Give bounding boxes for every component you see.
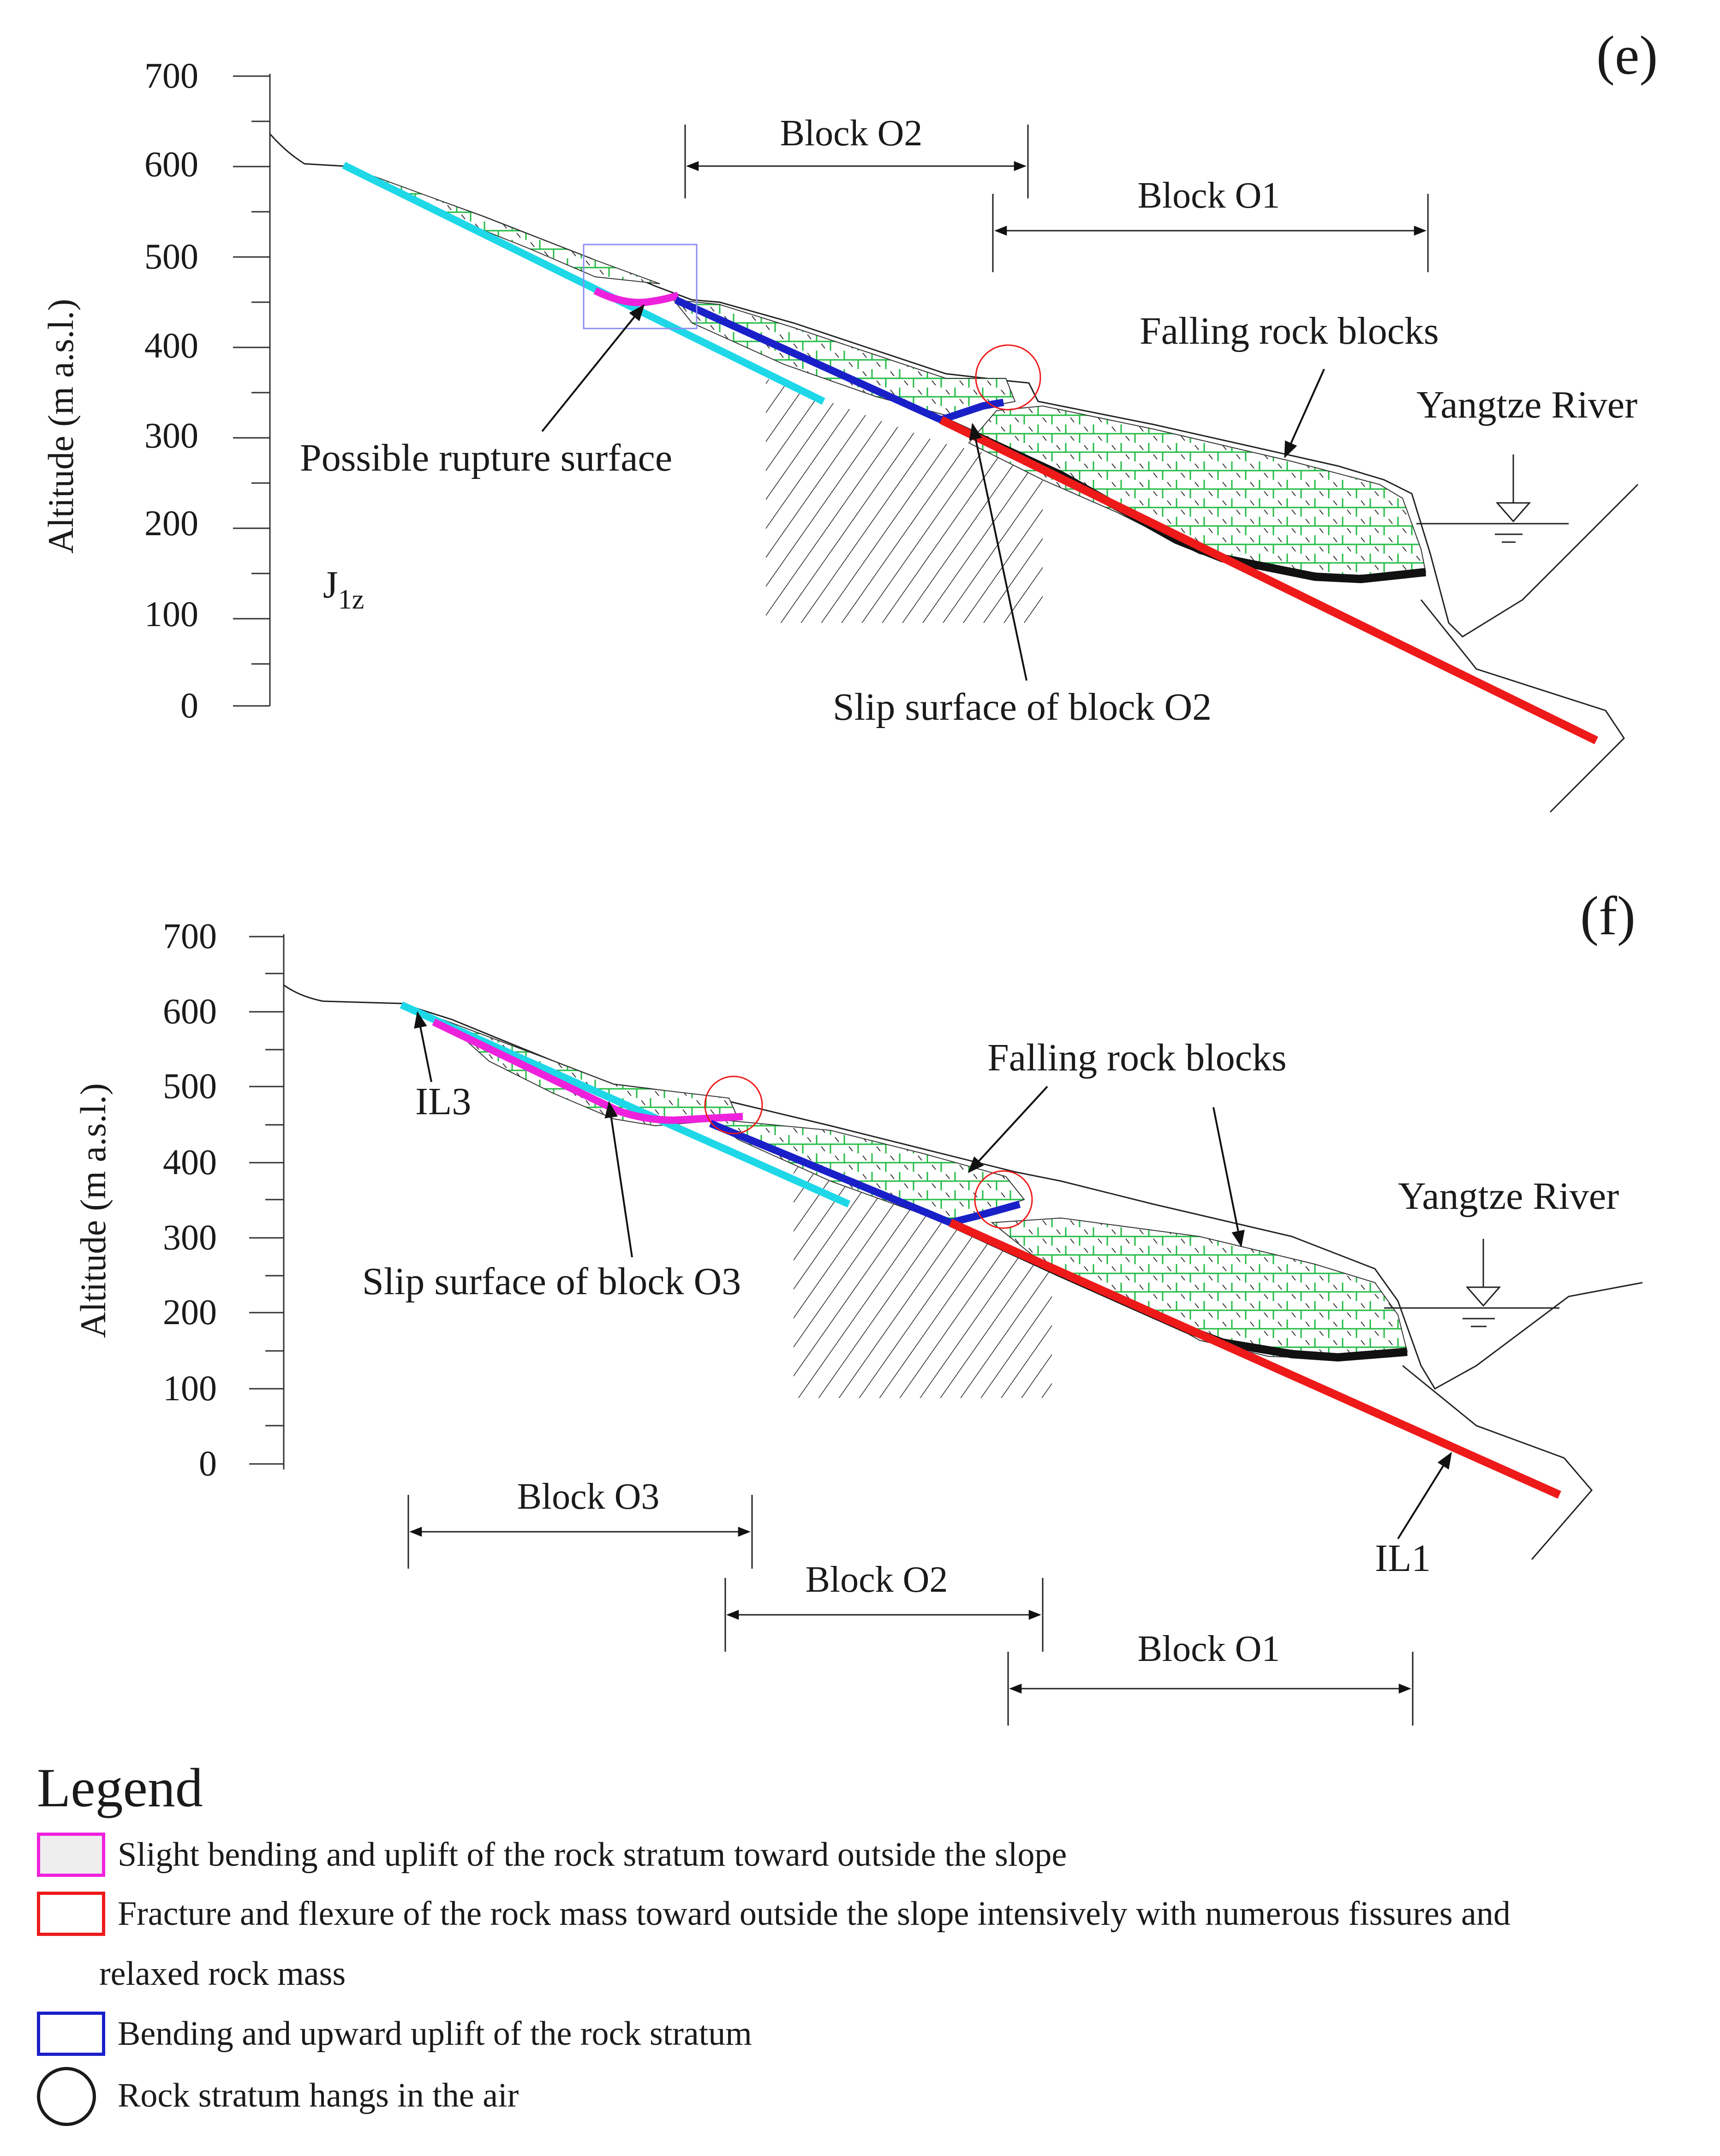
panel-f-label: (f) [1580,885,1636,946]
legend-item-text-cont: relaxed rock mass [99,1955,346,1993]
block-o2-label: Block O2 [806,1559,948,1600]
slip-surface-o2-blue [674,296,1004,424]
il3-label: IL3 [415,1080,471,1123]
falling-rock-arrow [968,1086,1048,1173]
formation-sub: 1z [338,584,364,615]
formation-main: J [323,563,338,606]
rock-mass-upper [346,166,660,284]
block-o1-dimension: Block O1 [992,175,1429,272]
block-o3-label: Block O3 [517,1476,660,1517]
hang-in-air-circle [704,1075,763,1135]
legend-item-text: Slight bending and uplift of the rock st… [118,1836,1067,1874]
panel-e-diagram: 700 600 500 400 300 200 100 0 Altitude (… [41,24,1658,813]
y-tick-label: 600 [144,144,198,184]
river-bank-lower [1420,599,1625,813]
possible-rupture-surface-label: Possible rupture surface [300,436,672,479]
rock-mass-block-o2 [672,299,1016,416]
falling-rock-arrow [1212,1107,1245,1248]
red-box-icon [37,1892,105,1936]
y-tick-label: 400 [163,1142,217,1182]
panel-f: 700 600 500 400 300 200 100 0 Altitude (… [0,858,1720,1744]
y-axis: 700 600 500 400 300 200 100 0 Altitude (… [73,916,285,1483]
blue-box-icon [37,2012,105,2056]
y-tick-label: 300 [144,415,198,455]
y-tick-label: 700 [163,916,217,956]
block-o1-dimension: Block O1 [1007,1629,1414,1726]
y-ticks [249,936,284,1465]
bedrock-hatch [794,1153,1052,1398]
slip-surface-o2-blue [709,1120,1021,1227]
water-level-symbol [1416,454,1569,543]
falling-rock-blocks-label: Falling rock blocks [987,1036,1287,1079]
il3-arrow [414,1011,432,1082]
y-ticks [233,75,270,707]
block-o2-dimension: Block O2 [724,1559,1044,1652]
y-tick-label: 500 [144,236,198,276]
hang-in-air-circle [975,344,1041,411]
legend-item-text: Fracture and flexure of the rock mass to… [118,1895,1511,1933]
y-tick-label: 600 [163,991,217,1031]
panel-e-label: (e) [1596,24,1658,86]
magenta-box-icon [37,1833,105,1877]
il1-label: IL1 [1375,1537,1431,1580]
block-o3-dimension: Block O3 [407,1476,753,1569]
slip-surface-o2-arrow [969,423,1027,681]
water-level-symbol [1384,1239,1559,1327]
red-fracture-zone [949,1218,1561,1499]
block-o2-label: Block O2 [780,113,923,154]
bedrock-hatch [766,378,1043,623]
block-o1-label: Block O1 [1138,1629,1280,1669]
slip-surface-o2-label: Slip surface of block O2 [833,686,1212,729]
river-bank-lower [1402,1365,1593,1560]
y-tick-label: 100 [144,594,198,634]
il1-arrow [1397,1451,1452,1540]
yangtze-river-label: Yangtze River [1398,1175,1619,1218]
y-tick-label: 300 [163,1217,217,1257]
y-tick-label: 200 [163,1292,217,1332]
slip-surface-o3-magenta [432,1018,743,1124]
y-tick-label: 200 [144,503,198,543]
legend: Legend Slight bending and uplift of the … [0,1744,1720,2156]
y-tick-label: 0 [180,685,198,725]
red-circle-icon [37,2067,96,2126]
slip-surface-o3-arrow [604,1101,633,1258]
legend-title: Legend [37,1757,203,1818]
y-tick-label: 700 [144,55,198,96]
y-tick-label: 100 [163,1368,217,1408]
panel-e: 700 600 500 400 300 200 100 0 Altitude (… [0,0,1720,830]
rupture-arrow [541,304,645,432]
y-tick-label: 0 [199,1443,217,1483]
block-o2-dimension: Block O2 [684,113,1029,198]
falling-rock-blocks-label: Falling rock blocks [1140,310,1439,352]
falling-rock-arrow [1284,369,1325,459]
panel-f-diagram: 700 600 500 400 300 200 100 0 Altitude (… [73,885,1643,1726]
y-axis-title: Altitude (m a.s.l.) [73,1083,113,1338]
rock-mass-block-o3 [442,1019,739,1127]
y-tick-label: 400 [144,325,198,365]
slip-surface-o3-label: Slip surface of block O3 [362,1260,741,1303]
legend-item-text: Bending and upward uplift of the rock st… [118,2015,752,2053]
formation-label: J1z [323,563,364,615]
y-axis: 700 600 500 400 300 200 100 0 Altitude (… [41,55,271,725]
hang-in-air-circle [974,1170,1033,1229]
red-fracture-zone [939,416,1598,745]
y-axis-title: Altitude (m a.s.l.) [41,299,81,554]
block-o1-label: Block O1 [1138,175,1280,216]
yangtze-river-label: Yangtze River [1416,383,1637,426]
legend-item-text: Rock stratum hangs in the air [118,2077,519,2114]
rupture-highlight-box [583,244,698,329]
rupture-surface-magenta [593,287,680,306]
y-tick-label: 500 [163,1066,217,1106]
aqua-stratum [400,1001,851,1208]
